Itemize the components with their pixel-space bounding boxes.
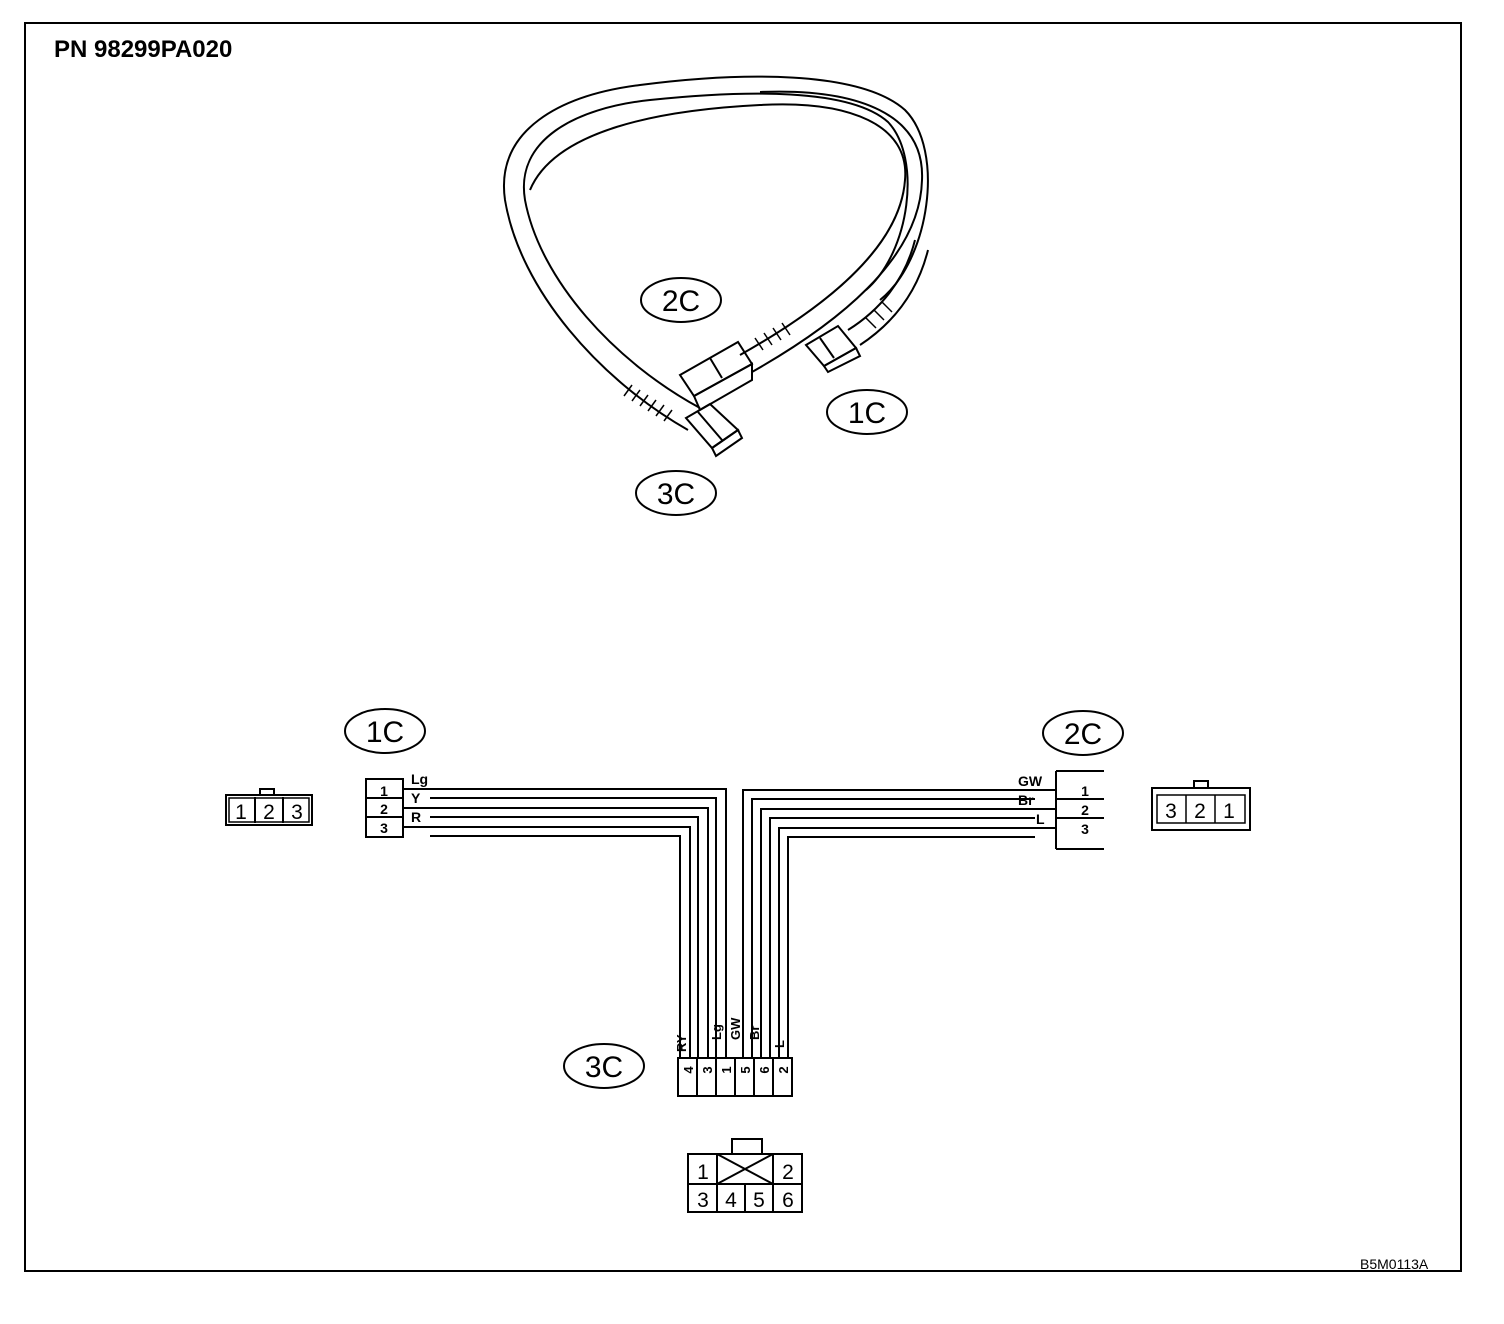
- svg-text:2C: 2C: [662, 285, 700, 318]
- harness-cable: [522, 92, 909, 409]
- connector-2c-body: [678, 340, 754, 412]
- connector-2c-face: 3 2 1: [1151, 780, 1251, 831]
- pin-label: 4: [681, 1066, 696, 1074]
- pin-label: 3: [697, 1189, 709, 1212]
- pin-label: 2: [1081, 802, 1089, 818]
- pin-label: 5: [753, 1189, 765, 1212]
- label-1c-schematic: 1C: [344, 708, 426, 754]
- wire-color-label: GW: [728, 1017, 743, 1040]
- pin-label: 2: [776, 1066, 791, 1073]
- pin-label: 1: [697, 1161, 709, 1184]
- connector-3c-body: [684, 402, 744, 458]
- pin-label: 3: [380, 820, 388, 836]
- connector-1c-face: 1 2 3: [225, 788, 313, 826]
- harness-cable: [502, 75, 929, 431]
- part-number: PN 98299PA020: [54, 36, 233, 63]
- pin-label: 2: [782, 1161, 794, 1184]
- corrugation: [623, 384, 673, 422]
- harness-illustration: [502, 75, 929, 458]
- pin-label: 2: [263, 801, 275, 824]
- label-1c-illustration: 1C: [826, 389, 908, 435]
- connector-3c-harness: 4 3 1 5 6 2: [677, 1057, 793, 1097]
- figure-code: B5M0113A: [1360, 1256, 1429, 1272]
- pin-label: 3: [1165, 800, 1177, 823]
- pin-label: 1: [380, 783, 388, 799]
- harness-cable: [751, 90, 924, 373]
- corrugation: [754, 322, 791, 351]
- pin-label: 1: [719, 1066, 734, 1073]
- wire-bundle-right: [742, 789, 1056, 1058]
- svg-text:2C: 2C: [1064, 718, 1102, 751]
- svg-text:3C: 3C: [585, 1051, 623, 1084]
- wire-color-label: GW: [1018, 773, 1043, 789]
- label-3c-schematic: 3C: [563, 1043, 645, 1089]
- corrugation: [865, 301, 893, 329]
- pin-label: 1: [1223, 800, 1235, 823]
- harness-cable: [859, 249, 929, 346]
- connector-1c-harness: 1 2 3 Lg Y R: [365, 771, 428, 838]
- pin-label: 2: [380, 801, 388, 817]
- wire-color-label: Br: [747, 1026, 762, 1040]
- wire-color-label: L: [772, 1040, 787, 1048]
- connector-2c-harness: 1 2 3 GW Br L: [1018, 770, 1104, 850]
- pin-label: 2: [1194, 800, 1206, 823]
- wire-color-label: Br: [1018, 792, 1034, 808]
- wire-color-label: L: [1036, 811, 1045, 827]
- pin-label: 4: [725, 1189, 737, 1212]
- pin-label: 6: [782, 1189, 794, 1212]
- wire-color-label: Lg: [709, 1024, 724, 1040]
- pin-label: 3: [291, 801, 303, 824]
- connector-3c-face: [687, 1138, 803, 1213]
- wire-bundle-left: [403, 788, 727, 1058]
- wire-color-label: Lg: [411, 771, 428, 787]
- connector-1c-body: [804, 324, 862, 374]
- label-2c-schematic: 2C: [1042, 710, 1124, 756]
- svg-text:3C: 3C: [657, 478, 695, 511]
- pin-label: 1: [235, 801, 247, 824]
- harness-cable: [847, 239, 916, 331]
- wire-color-label: RY: [674, 1034, 689, 1052]
- diagram-frame: [24, 22, 1462, 1272]
- pin-label: 6: [757, 1066, 772, 1073]
- connector-3c-wire-labels: RY Lg GW Br L: [674, 1017, 787, 1052]
- label-3c-illustration: 3C: [635, 470, 717, 516]
- wire-color-label: Y: [411, 790, 421, 806]
- wire-color-label: R: [411, 809, 421, 825]
- pin-label: 1: [1081, 783, 1089, 799]
- pin-label: 3: [1081, 821, 1089, 837]
- label-2c-illustration: 2C: [640, 277, 722, 323]
- svg-text:1C: 1C: [366, 716, 404, 749]
- harness-cable: [529, 103, 907, 356]
- pin-label: 3: [700, 1066, 715, 1073]
- svg-text:1C: 1C: [848, 397, 886, 430]
- pin-label: 5: [738, 1066, 753, 1073]
